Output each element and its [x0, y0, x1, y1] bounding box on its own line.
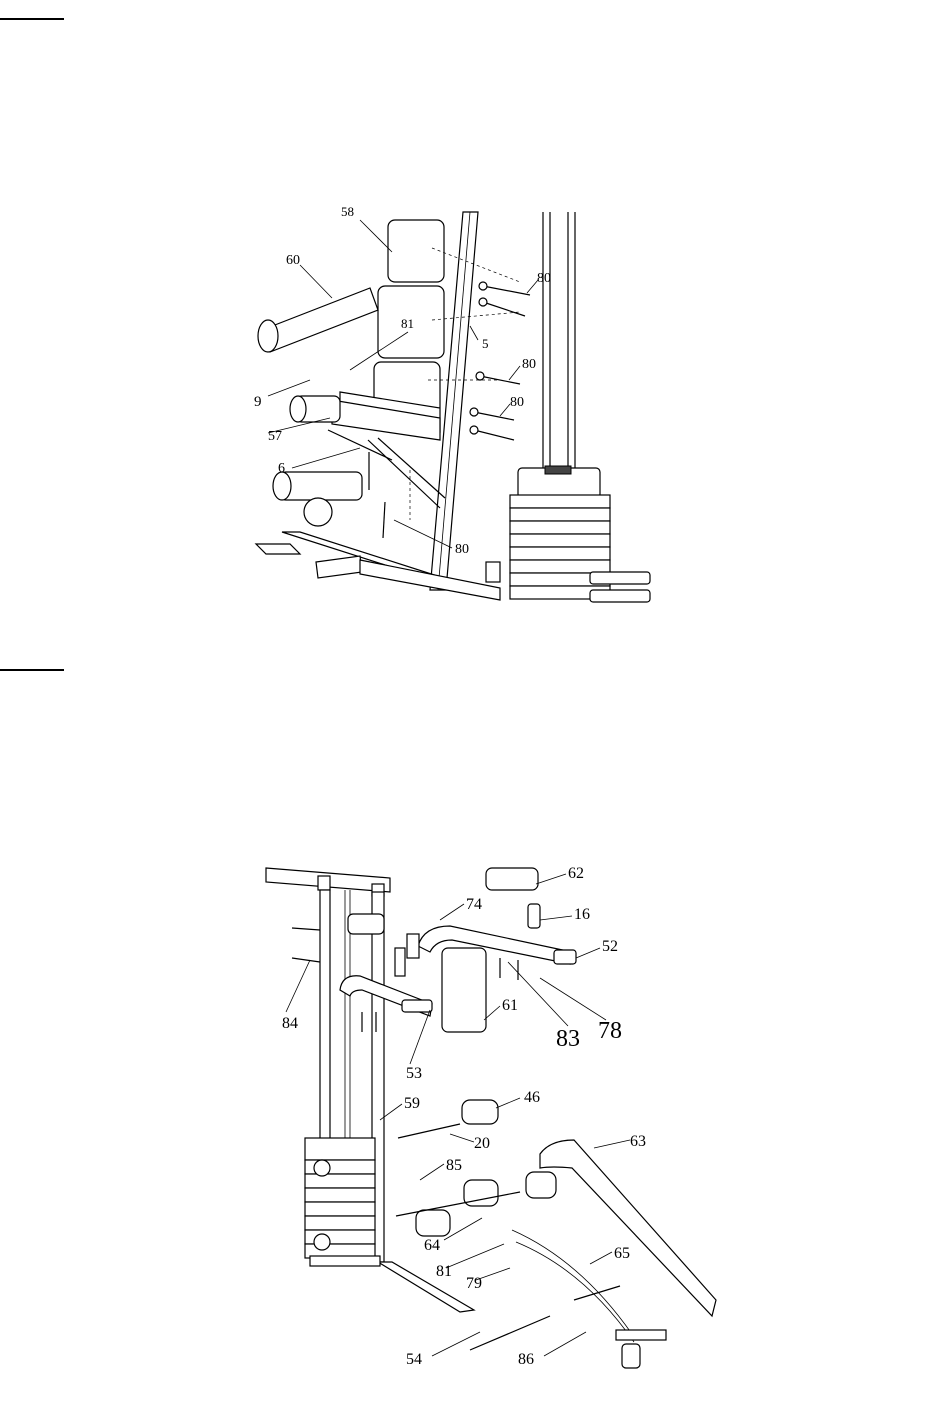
callout-80-a: 80: [537, 271, 551, 286]
callout-84: 84: [282, 1015, 298, 1032]
callout-5: 5: [482, 336, 489, 351]
assembly-diagram-lower: 62 74 16 52 84 61 83 78 53 59 46 20 63 8…: [255, 852, 735, 1372]
section-rule-middle: [0, 669, 64, 671]
section-rule-top: [0, 18, 64, 20]
guide-rods: [543, 212, 575, 470]
callout-80-b: 80: [522, 357, 536, 372]
callout-65: 65: [614, 1245, 630, 1262]
callout-53: 53: [406, 1065, 422, 1082]
callout-20: 20: [474, 1135, 490, 1152]
callout-59: 59: [404, 1095, 420, 1112]
callout-81: 81: [401, 316, 414, 331]
callout-54: 54: [406, 1351, 422, 1368]
callout-64: 64: [424, 1237, 440, 1254]
callout-78: 78: [598, 1018, 622, 1044]
callout-60: 60: [286, 253, 300, 268]
callout-46: 46: [524, 1089, 540, 1106]
callout-61: 61: [502, 997, 518, 1014]
callout-9: 9: [254, 394, 262, 410]
back-pads: [374, 220, 520, 414]
leg-extension-arm: [258, 288, 378, 352]
callout-62: 62: [568, 865, 584, 882]
callout-57: 57: [268, 429, 282, 444]
leader-lines-lower: [286, 874, 630, 1356]
callout-74: 74: [466, 896, 482, 913]
callout-63: 63: [630, 1133, 646, 1150]
assembly-diagram-upper: 58 60 81 5 9 57 6 80 80 80 80: [250, 195, 680, 610]
upper-diagram-svg: 58 60 81 5 9 57 6 80 80 80 80: [250, 195, 680, 610]
bolts-right: [470, 282, 530, 440]
callout-81: 81: [436, 1263, 452, 1280]
callout-79: 79: [466, 1275, 482, 1292]
callout-80-d: 80: [455, 542, 469, 557]
callout-16: 16: [574, 906, 590, 923]
callout-58: 58: [341, 204, 354, 219]
rollers-lower: [396, 1100, 620, 1350]
callout-6: 6: [278, 461, 285, 476]
weight-stack-lower: [305, 1138, 375, 1258]
callout-86: 86: [518, 1351, 534, 1368]
callout-85: 85: [446, 1157, 462, 1174]
lower-diagram-svg: 62 74 16 52 84 61 83 78 53 59 46 20 63 8…: [255, 852, 735, 1372]
callout-52: 52: [602, 938, 618, 955]
callout-80-c: 80: [510, 395, 524, 410]
callout-83: 83: [556, 1026, 580, 1052]
weight-stack: [510, 466, 650, 602]
